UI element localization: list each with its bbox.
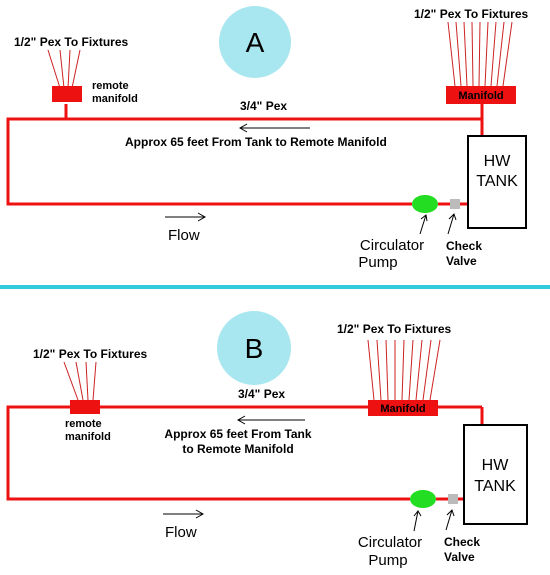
diagram-a-manifold [446, 86, 516, 104]
diagram-a-pump-pointer [419, 214, 428, 235]
diagram-b-tank-fixtures-label: 1/2" Pex To Fixtures [337, 322, 452, 336]
diagram-b-check-valve [448, 494, 458, 504]
diagram-a-check-label-2: Valve [446, 254, 477, 268]
diagram-a-remote-manifold-label-2: manifold [92, 93, 138, 105]
diagram-b-pex-label: 3/4" Pex [238, 387, 285, 401]
diagram-b: B 1/2" Pex To Fixtures remote manifold [6, 311, 528, 569]
diagram-b-pump-pointer [413, 510, 422, 532]
diagram-b-tank-label-1: HW [482, 457, 510, 474]
diagram-a-remote-fixtures-label: 1/2" Pex To Fixtures [14, 35, 129, 49]
diagram-a-distance-label: Approx 65 feet From Tank to Remote Manif… [125, 135, 387, 149]
diagram-a-tank-label-1: HW [484, 153, 512, 170]
diagram-a-remote-fixture-lines [47, 49, 81, 89]
diagram-b-tank-label-2: TANK [474, 478, 516, 495]
diagram-a-circulator-pump [412, 195, 438, 213]
diagram-a-letter: A [246, 27, 265, 58]
diagram-b-flow-label: Flow [165, 524, 197, 541]
diagram-b-manifold-label: Manifold [380, 403, 425, 415]
diagram-a-remote-manifold-label-1: remote [92, 80, 129, 92]
diagram-b-remote-fixtures-label: 1/2" Pex To Fixtures [33, 347, 148, 361]
diagram-b-pump-label-1: Circulator [358, 534, 422, 551]
diagram-b-check-label-2: Valve [444, 550, 475, 564]
diagram-a-pex-label: 3/4" Pex [240, 99, 287, 113]
diagram-b-remote-fixture-lines [63, 361, 97, 401]
diagram-a-direction-arrow [238, 123, 310, 133]
diagram-b-letter-circle [217, 311, 291, 385]
diagram-a-tank-label-2: TANK [476, 173, 518, 190]
diagram-b-distance-label-1: Approx 65 feet From Tank [164, 427, 311, 441]
diagram-b-hw-tank [463, 424, 528, 525]
diagram-b-direction-arrow [236, 415, 305, 425]
diagram-a-remote-manifold [52, 86, 82, 102]
diagram-b-manifold [368, 400, 438, 416]
diagram-a-tank-fixtures-label: 1/2" Pex To Fixtures [414, 7, 529, 21]
diagram-b-circulator-pump [410, 490, 436, 508]
diagram-a-pipe-loop [6, 104, 484, 206]
diagram-a-hw-tank [467, 135, 527, 229]
diagram-b-pump-label-2: Pump [368, 552, 407, 569]
diagram-b-check-label-1: Check [444, 535, 480, 549]
diagram-b-letter: B [245, 333, 264, 364]
diagram-b-tank-fixture-lines [367, 339, 441, 401]
diagram-a-check-valve [450, 199, 460, 209]
diagram-a-valve-pointer [447, 213, 457, 235]
diagram-a-pump-label-1: Circulator [360, 237, 424, 254]
diagram-a-flow-label: Flow [168, 227, 200, 244]
diagram-b-remote-manifold [70, 400, 100, 414]
diagram-a-manifold-label: Manifold [458, 90, 503, 102]
diagram-a-check-label-1: Check [446, 239, 482, 253]
diagram-a-pump-label-2: Pump [358, 254, 397, 271]
diagram-b-remote-manifold-label-1: remote [65, 418, 102, 430]
diagram-a-letter-circle [219, 6, 291, 78]
diagram-b-remote-manifold-label-2: manifold [65, 431, 111, 443]
diagram-a: A 1/2" Pex To Fixtures remote manifold [6, 6, 529, 271]
diagram-a-tank-fixture-lines [447, 21, 513, 87]
diagram-b-distance-label-2: to Remote Manifold [182, 442, 293, 456]
diagram-b-valve-pointer [445, 509, 455, 531]
diagram-b-pipe-loop [6, 405, 484, 501]
diagram-a-flow-arrow [165, 212, 207, 222]
section-divider [0, 285, 550, 289]
diagram-b-flow-arrow [163, 509, 205, 519]
